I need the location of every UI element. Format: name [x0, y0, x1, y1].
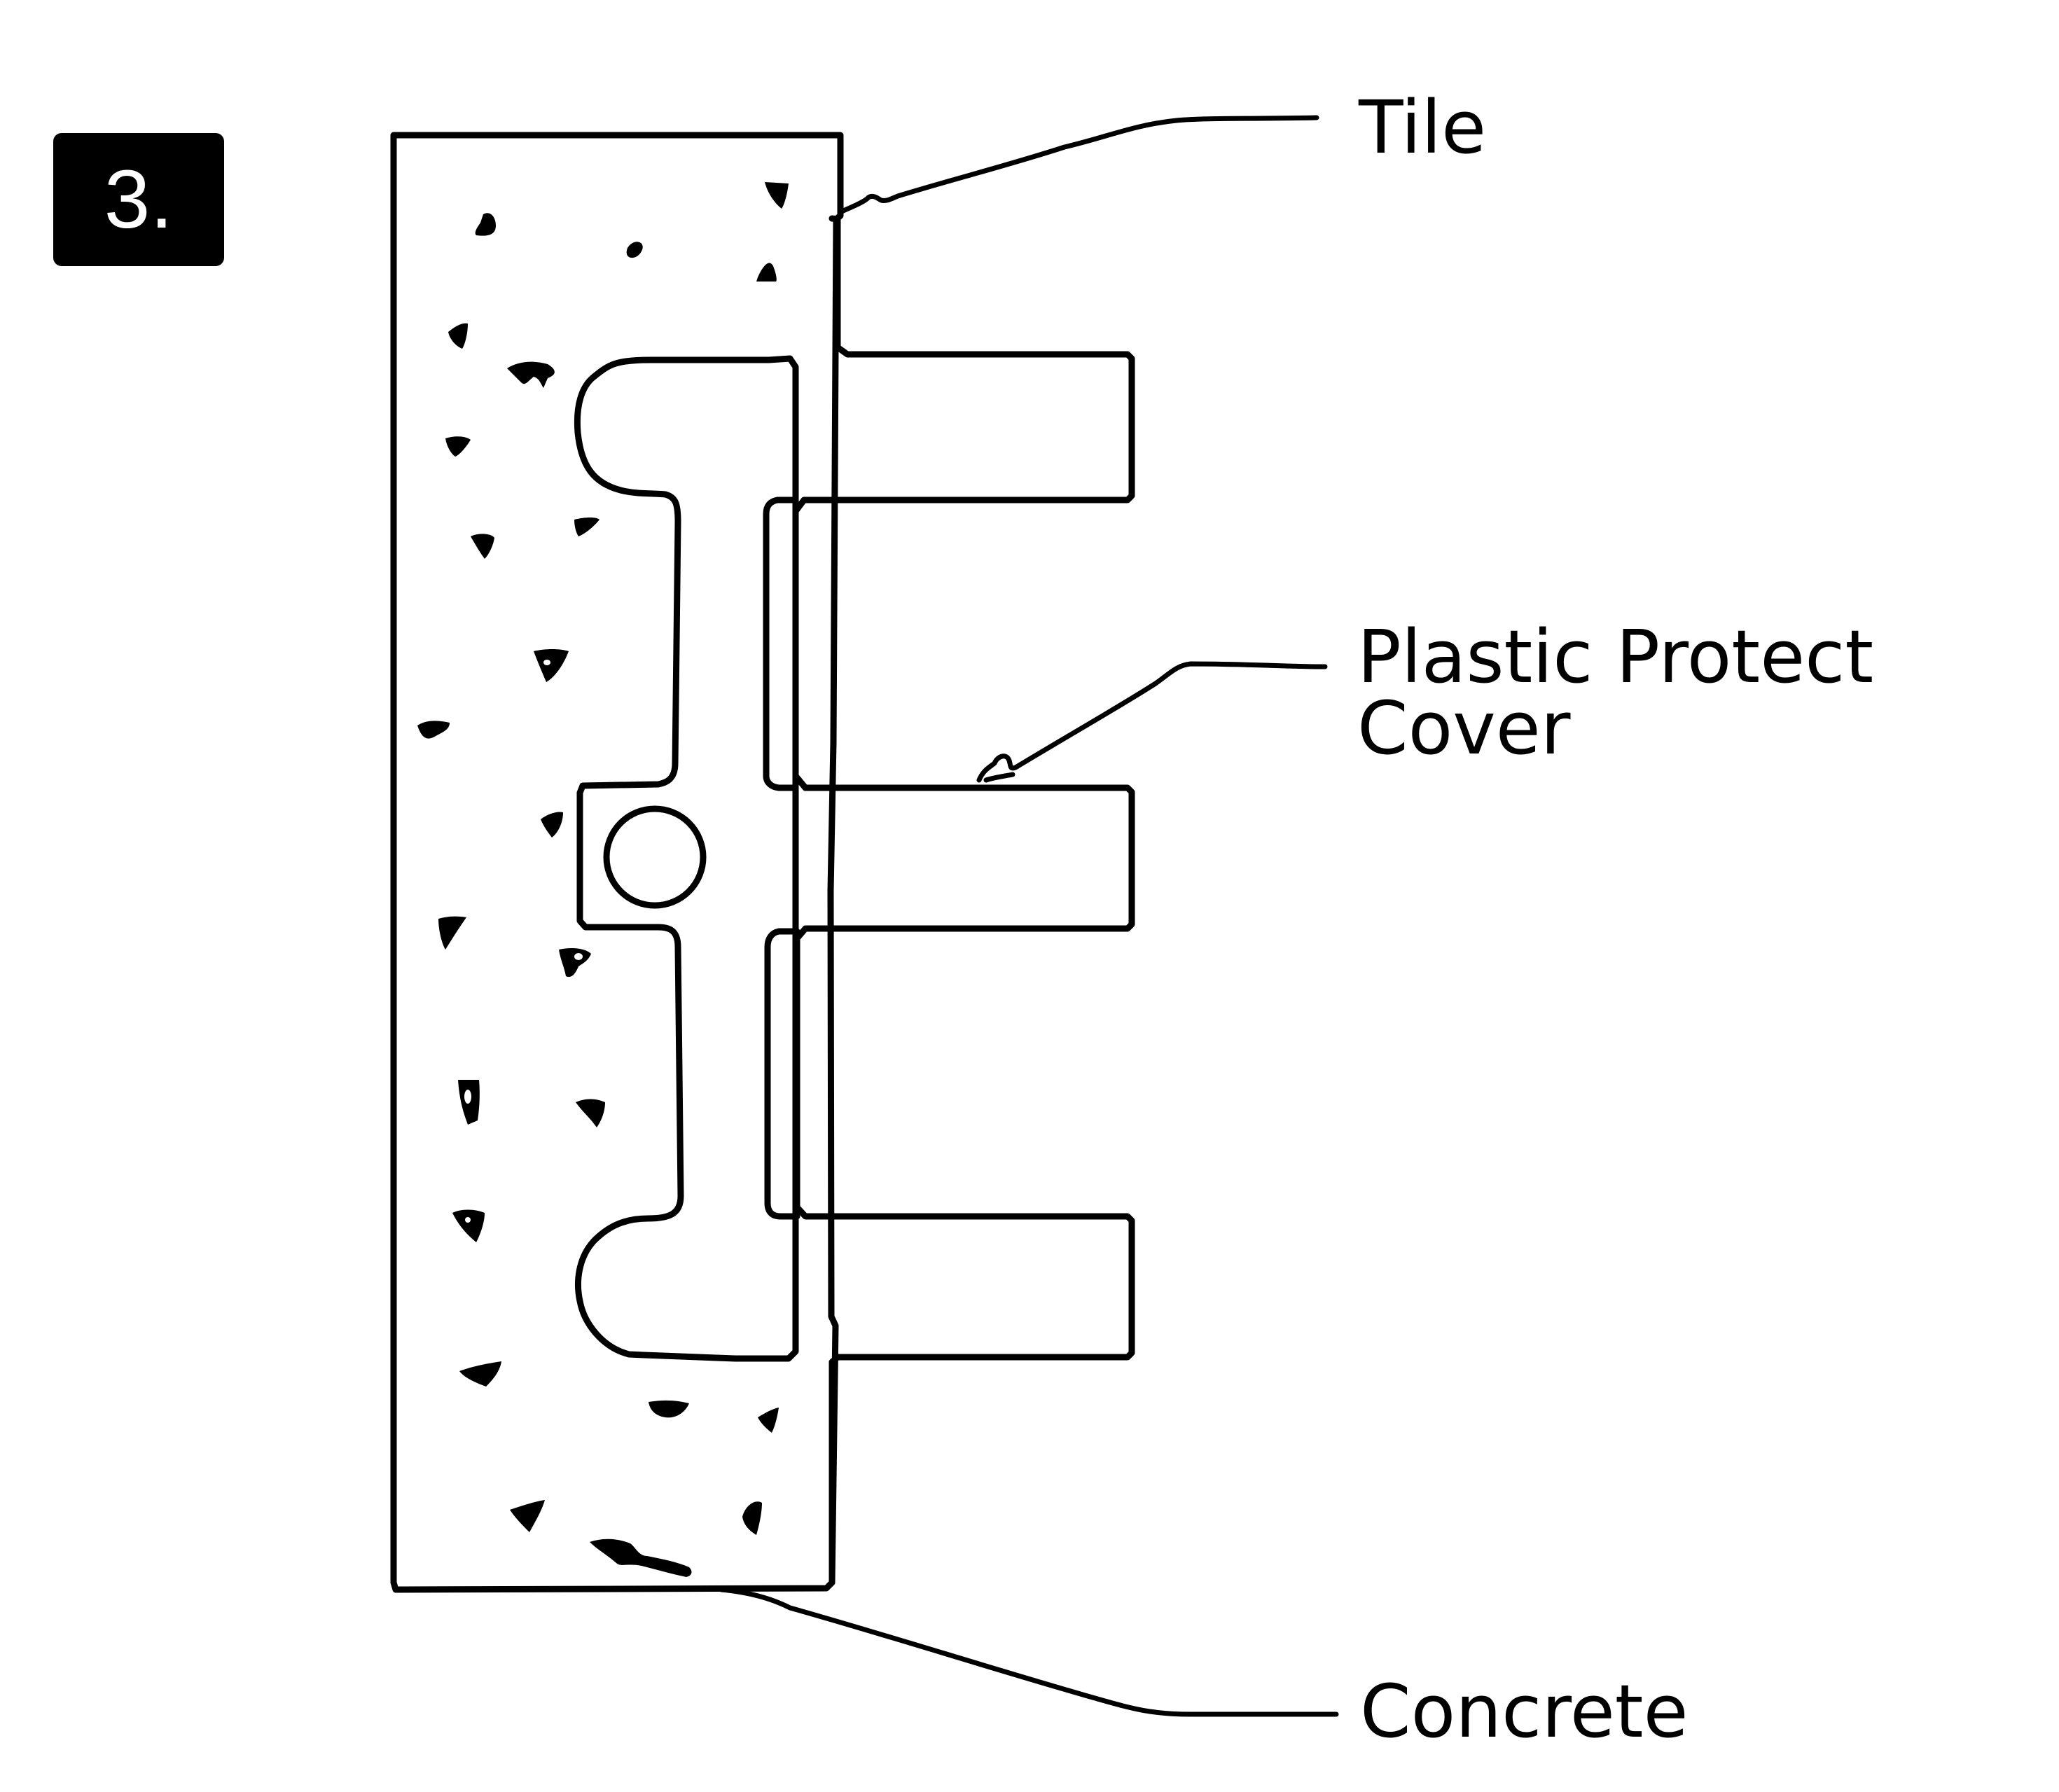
plastic-protect-cover	[574, 355, 799, 1362]
concrete-leader-line	[719, 1587, 1339, 1717]
cover-inner-rail-upper	[763, 496, 799, 791]
concrete-aggregate-specks	[417, 182, 789, 1577]
plastic-protect-cover-leader-line	[976, 661, 1328, 783]
tile-leader-line	[839, 115, 1319, 214]
cover-inner-rail-lower	[764, 928, 800, 1220]
plastic-protect-cover-label-line2: Cover	[1357, 686, 1571, 771]
concrete-label: Concrete	[1360, 1669, 1689, 1754]
retention-channel-circle	[603, 805, 707, 909]
step-number-badge: 3.	[53, 133, 224, 266]
speck-highlights	[464, 660, 583, 1223]
step-number-label: 3.	[104, 153, 174, 246]
tile-label: Tile	[1359, 85, 1487, 170]
concrete-block	[390, 132, 844, 1593]
cover-leader-tail	[983, 772, 1015, 783]
plastic-protect-cover-label-line1: Plastic Protect	[1357, 614, 1874, 700]
tile-cross-section	[792, 215, 1135, 1586]
